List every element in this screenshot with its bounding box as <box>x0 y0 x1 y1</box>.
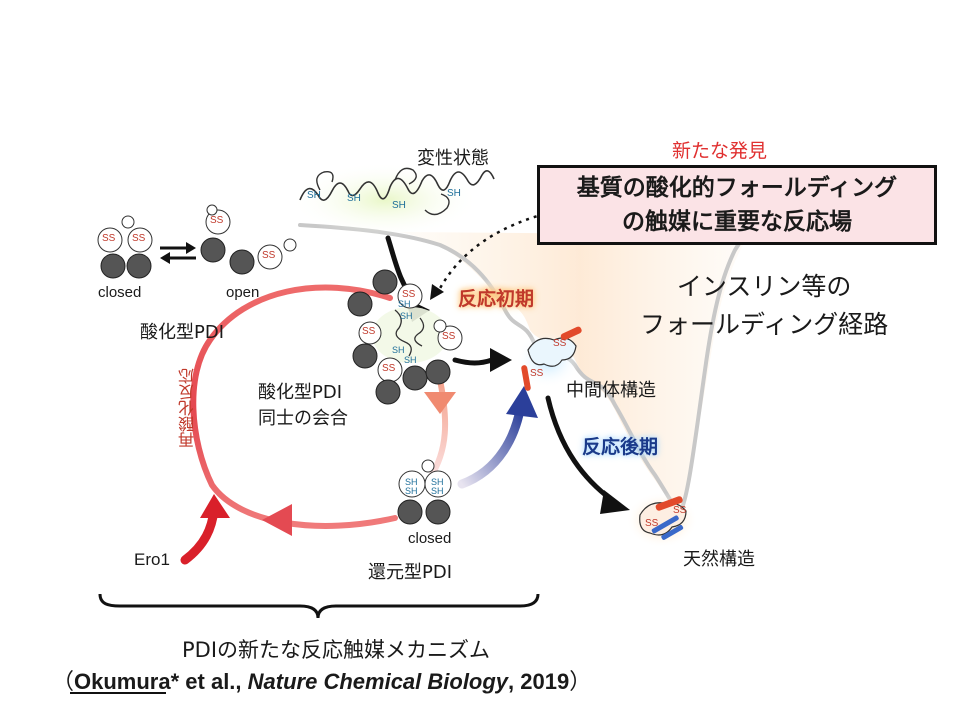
late-arrow-head <box>600 490 630 514</box>
dotted-arrow-head <box>430 284 444 300</box>
dotted-arrow-to-reaction-site <box>436 210 553 293</box>
ss-tag: SS <box>102 233 116 244</box>
intermediate-to-native-arrow <box>545 395 615 503</box>
complex-arrow-head <box>490 348 512 372</box>
citation-etal: * et al., <box>170 669 248 694</box>
citation-journal: Nature Chemical Biology <box>247 669 509 694</box>
citation-open-paren: （ <box>52 669 75 694</box>
denatured-substrate-chain <box>299 170 495 201</box>
citation: （Okumura* et al., Nature Chemical Biolog… <box>52 664 591 696</box>
mechanism-bracket <box>98 593 540 619</box>
ss-tag: SS <box>362 326 376 337</box>
citation-close-paren: ） <box>569 669 592 694</box>
association-line1: 酸化型PDI <box>258 382 343 403</box>
equilibrium-arrow-back-head <box>160 252 170 264</box>
sh-tag: SH <box>392 345 405 355</box>
folding-pathway-label: インスリン等の フォールディング経路 <box>640 268 888 344</box>
early-reaction-label: 反応初期 <box>458 288 535 310</box>
energy-funnel-curve <box>298 218 772 515</box>
ss-tag: SS <box>553 338 567 349</box>
new-finding-label: 新たな発見 <box>672 140 768 162</box>
ss-tag: SS <box>262 250 276 261</box>
sh-tag: SH <box>431 477 444 487</box>
intermediate-structure-label: 中間体構造 <box>566 380 656 401</box>
reduced-to-intermediate-arrow <box>457 405 525 489</box>
pdi-closed-oxidized <box>97 215 153 279</box>
denatured-glow <box>290 162 480 238</box>
ss-tag: SS <box>442 331 456 342</box>
reoxidation-label: 再酸化反応 <box>178 368 197 448</box>
denatured-state-label: 変性状態 <box>417 148 489 169</box>
sh-tag: SH <box>404 355 417 365</box>
closed-state-label: closed <box>98 284 142 301</box>
sh-tag: SH <box>398 299 411 309</box>
sh-tag: SH <box>405 477 418 487</box>
pdi-association-complex <box>347 269 463 405</box>
sh-tag: SH <box>431 486 444 496</box>
oxidized-pdi-label: 酸化型PDI <box>140 322 225 343</box>
denatured-substrate-chain-2 <box>316 167 450 216</box>
sh-tag: SH <box>392 200 406 211</box>
early-glow <box>450 279 530 311</box>
blue-arrow-head <box>506 386 538 418</box>
sh-tag: SH <box>400 311 413 321</box>
ss-tag: SS <box>645 518 659 529</box>
association-line2: 同士の会合 <box>258 408 348 429</box>
reduced-pdi-label: 還元型PDI <box>368 562 453 583</box>
reaction-site-highlight-box: 基質の酸化的フォールディング の触媒に重要な反応場 <box>537 165 937 245</box>
citation-year: , 2019 <box>508 669 570 694</box>
ss-tag: SS <box>382 363 396 374</box>
ss-tag: SS <box>530 368 544 379</box>
sh-tag: SH <box>405 486 418 496</box>
pdi-closed-reduced <box>397 459 452 525</box>
ss-tag: SS <box>402 289 416 300</box>
energy-funnel-fill <box>400 225 760 510</box>
mechanism-caption: PDIの新たな反応触媒メカニズム <box>182 638 491 662</box>
equilibrium-arrow-forward-head <box>186 242 196 254</box>
native-structure-label: 天然構造 <box>683 549 755 570</box>
complex-to-intermediate-arrow <box>452 357 495 366</box>
ero1-label: Ero1 <box>134 550 170 569</box>
folding-pathway-line1: インスリン等の <box>676 272 852 301</box>
sh-tag: SH <box>347 193 361 204</box>
ss-tag: SS <box>673 505 687 516</box>
late-reaction-label: 反応後期 <box>582 436 659 458</box>
ss-tag: SS <box>210 215 224 226</box>
ss-tag: SS <box>132 233 146 244</box>
open-state-label: open <box>226 284 260 301</box>
pdi-open-oxidized <box>200 204 297 275</box>
native-structure <box>639 496 687 540</box>
intermediate-structure <box>521 326 582 391</box>
cycle-arrow-head <box>262 504 292 536</box>
folding-pathway-line2: フォールディング経路 <box>640 310 889 339</box>
highlight-box-line1: 基質の酸化的フォールディング <box>576 175 898 201</box>
citation-author: Okumura <box>74 669 171 694</box>
sh-tag: SH <box>447 188 461 199</box>
closed-reduced-label: closed <box>408 530 452 547</box>
sh-tag: SH <box>307 190 321 201</box>
highlight-box-line2: の触媒に重要な反応場 <box>622 209 852 235</box>
ero1-arrow-head <box>200 494 230 518</box>
association-label: 酸化型PDI 同士の会合 <box>258 380 348 432</box>
descending-arrow-head <box>424 392 456 414</box>
